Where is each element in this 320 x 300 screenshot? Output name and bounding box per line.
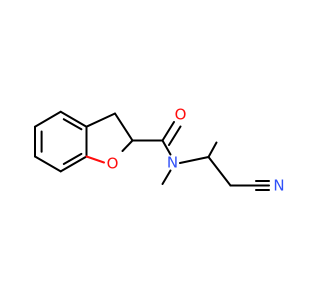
molecule-canvas: O O N N [34, 106, 285, 195]
bond-c3-c2 [114, 112, 134, 142]
bond-ch-methyl [207, 141, 218, 158]
bond-n-methyl [161, 169, 172, 185]
bond-c7-c7a [59, 155, 88, 173]
amide-group [131, 121, 210, 185]
bond-carbonyl-c-n [161, 139, 172, 156]
bond-n-ch [179, 156, 210, 164]
bond-inner-2 [62, 152, 83, 165]
cyanopropyl-chain [207, 141, 270, 191]
benzene-ring [34, 110, 88, 173]
dihydrofuran-ring [85, 112, 134, 164]
bond-carbonyl-double-a [161, 121, 175, 142]
bond-carbonyl-double-b [168, 125, 182, 146]
bond-ch-ch2 [207, 156, 232, 187]
atom-nitrile-nitrogen: N [273, 177, 284, 195]
bond-o1-c7a [85, 155, 105, 164]
atom-carbonyl-oxygen: O [175, 106, 187, 124]
atom-amide-nitrogen: N [167, 154, 178, 172]
atom-ring-oxygen: O [107, 155, 119, 173]
bond-c2-o1 [121, 139, 134, 152]
bond-inner-3 [62, 118, 83, 131]
bond-c6-c7 [34, 155, 62, 173]
bond-c3a-c3 [85, 112, 116, 128]
structure-diagram: O O N N [34, 106, 285, 195]
bond-c4-c5 [34, 110, 62, 128]
bond-c3a-c4 [59, 110, 88, 128]
